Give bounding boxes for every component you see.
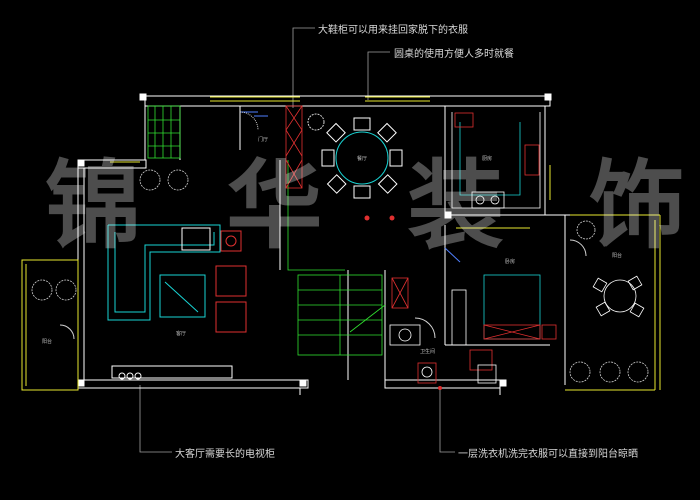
- markers: [364, 215, 442, 390]
- kitchen-fixtures: [451, 112, 541, 209]
- plants: [31, 169, 649, 383]
- annotation-tv-cabinet: 大客厅需要长的电视柜: [175, 449, 275, 460]
- room-label-bedroom: 卧房: [505, 259, 516, 265]
- room-label-kitchen: 厨房: [482, 156, 493, 162]
- walls: [77, 93, 570, 395]
- stairs: [147, 105, 386, 356]
- dining-table: [307, 113, 403, 199]
- living-furniture: [107, 224, 247, 380]
- annotation-round-table: 圆桌的使用方便人多时就餐: [394, 49, 514, 60]
- bathroom-fixtures: [389, 324, 497, 384]
- room-label-living: 客厅: [176, 331, 187, 337]
- room-label-west-balcony: 阳台: [42, 339, 53, 345]
- annotation-washer: 一层洗衣机洗完衣服可以直接到阳台晾晒: [458, 449, 638, 460]
- bedroom-fixtures: [451, 274, 557, 346]
- shoe-cabinet: [285, 105, 409, 309]
- room-label-bathroom: 卫生间: [420, 349, 436, 355]
- windows: [21, 96, 661, 391]
- room-label-dining: 餐厅: [357, 156, 368, 162]
- room-label-entrance: 门厅: [258, 137, 269, 143]
- doors: [59, 111, 587, 340]
- room-label-east-balcony: 阳台: [612, 253, 623, 259]
- balcony-table: [592, 275, 645, 318]
- annotation-shoe-cabinet: 大鞋柜可以用来挂回家脱下的衣服: [318, 25, 468, 36]
- leader-lines: [139, 27, 455, 453]
